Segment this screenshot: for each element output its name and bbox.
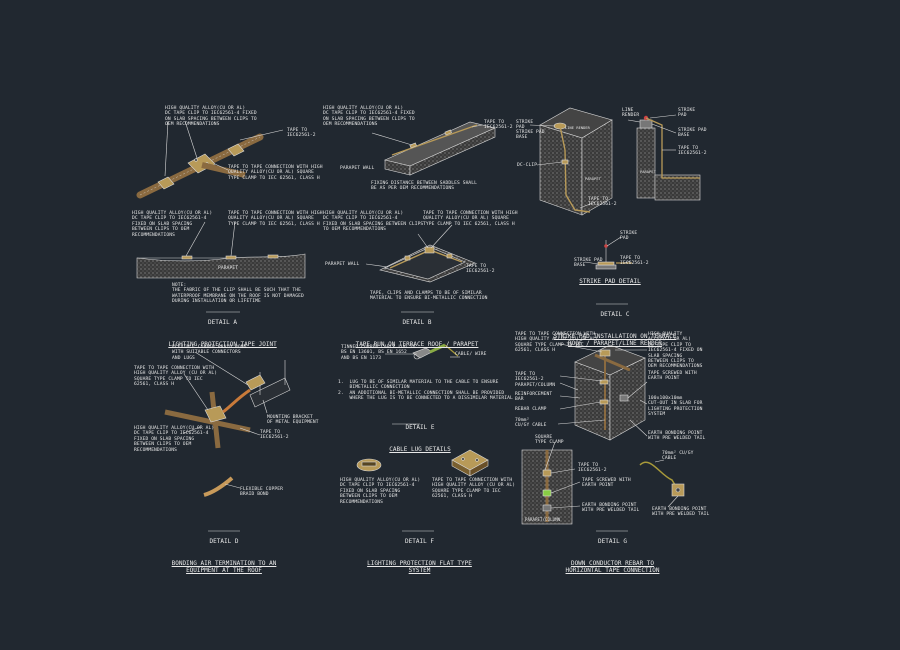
detail-a-clamp-note: TAPE TO TAPE CONNECTION WITH HIGH QUALIT… xyxy=(228,165,323,181)
detail-b-material-note: TAPE, CLIPS AND CLAMPS TO BE OF SIMILAR … xyxy=(370,291,488,302)
detail-e-lug-note: TINNED COPPER CABLE LUG TO BS EN 13601, … xyxy=(341,345,416,361)
detail-b-title-block: DETAIL B TAPE RUN ON TERRACE ROOF / PARA… xyxy=(352,305,482,355)
detail-a-parapet-label: PARAPET xyxy=(218,266,239,271)
strike-pad-detail-pad: STRIKE PAD xyxy=(620,231,638,242)
detail-b-tape-note: TAPE TO IEC62561-2 xyxy=(484,120,513,131)
detail-g-clip-note: HIGH QUALITY ALLOY(CU OR AL) DC TAPE CLI… xyxy=(648,332,703,370)
detail-a-clip-note: HIGH QUALITY ALLOY(CU OR AL) DC TAPE CLI… xyxy=(165,106,257,128)
detail-b-clip-note-2: HIGH QUALITY ALLOY(CU OR AL) DC TAPE CLI… xyxy=(323,211,424,233)
detail-g-cable-r: 70mm² CU/GY CABLE xyxy=(662,451,694,462)
detail-d-title: DETAIL D xyxy=(209,538,239,546)
detail-g-tape-note: TAPE TO IEC62561-2 xyxy=(515,372,544,383)
detail-c-subtitle: STRIKE PAD INSTALLATION ON TERRACE ROOF … xyxy=(553,333,677,348)
detail-g-subtitle: DOWN CONDUCTOR REBAR TO HORIZONTAL TAPE … xyxy=(565,560,660,575)
detail-b-title: DETAIL B xyxy=(402,319,432,327)
detail-d-braid-note: FLEXIBLE COPPER BRAID BOND WITH SUITABLE… xyxy=(172,345,247,361)
title-underlines xyxy=(206,303,628,532)
detail-g-screwed-b: TAPE SCREWED WITH EARTH POINT xyxy=(582,478,631,489)
detail-c-parapet: PARAPET xyxy=(585,177,601,181)
detail-g-title-block: DETAIL G DOWN CONDUCTOR REBAR TO HORIZON… xyxy=(550,524,675,582)
detail-d-braid-label: FLEXIBLE COPPER BRAID BOND xyxy=(240,487,283,498)
detail-f-subtitle: LIGHTING PROTECTION FLAT TYPE SYSTEM xyxy=(367,560,472,575)
detail-c-strike-pad: STRIKE PAD xyxy=(516,120,534,131)
detail-a-title-block: DETAIL A LIGHTING PROTECTION TAPE JOINT xyxy=(160,305,285,355)
detail-c-drawing xyxy=(529,107,701,270)
detail-a-clip-note-2: HIGH QUALITY ALLOY(CU OR AL) DC TAPE CLI… xyxy=(132,211,213,238)
detail-c-tape-r: TAPE TO IEC62561-2 xyxy=(678,146,707,157)
detail-d-drawing xyxy=(164,351,291,497)
detail-a-clamp-note-2: TAPE TO TAPE CONNECTION WITH HIGH QUALIT… xyxy=(228,211,323,227)
detail-g-earth-note: EARTH BONDING POINT WITH PRE WELDED TAIL xyxy=(648,431,706,442)
detail-g-earth-b: EARTH BONDING POINT WITH PRE WELDED TAIL xyxy=(582,503,640,514)
detail-g-screwed-note: TAPE SCREWED WITH EARTH POINT xyxy=(648,371,697,382)
detail-c-dc-clip: DC-CLIP xyxy=(517,163,538,168)
detail-a-tape-note: TAPE TO IEC62561-2 xyxy=(287,128,316,139)
detail-b-spacing-note: FIXING DISTANCE BETWEEN SADDLES SHALL BE… xyxy=(371,181,478,192)
detail-c-title-block: DETAIL C STRIKE PAD INSTALLATION ON TERR… xyxy=(540,297,690,355)
detail-b-parapet-wall: PARAPET WALL xyxy=(340,166,375,171)
detail-b-subtitle: TAPE RUN ON TERRACE ROOF / PARAPET xyxy=(355,341,479,349)
detail-e-title-block: DETAIL E CABLE LUG DETAILS xyxy=(370,410,470,460)
detail-c-tape: TAPE TO IEC62561-2 xyxy=(588,197,617,208)
detail-e-cable-label: CABLE/ WIRE xyxy=(455,352,487,357)
detail-b-clamp-note: TAPE TO TAPE CONNECTION WITH HIGH QUALIT… xyxy=(423,211,518,227)
detail-g-clamp-note: TAPE TO TAPE CONNECTION WITH HIGH QUALIT… xyxy=(515,332,599,354)
detail-g-drawing xyxy=(521,343,685,525)
detail-g-tape-b: TAPE TO IEC62561-2 xyxy=(578,463,607,474)
detail-f-clip-note: HIGH QUALITY ALLOY(CU OR AL) DC TAPE CLI… xyxy=(340,478,421,505)
detail-e-drawing xyxy=(385,343,460,360)
detail-e-subtitle: CABLE LUG DETAILS xyxy=(389,446,451,454)
detail-a-note: NOTE: THE FABRIC OF THE CLIP SHALL BE SU… xyxy=(172,283,304,305)
detail-f-clamp-note: TAPE TO TAPE CONNECTION WITH HIGH QUALIT… xyxy=(432,478,516,500)
detail-b-parapet-wall-2: PARAPET WALL xyxy=(325,262,360,267)
detail-d-bracket-note: MOUNTING BRACKET OF METAL EQUIPMENT xyxy=(267,415,319,426)
detail-g-parapet-column: PARAPET/COLUMN xyxy=(515,383,556,388)
detail-a-drawing xyxy=(136,120,306,279)
strike-pad-detail-title: STRIKE PAD DETAIL xyxy=(579,278,641,285)
detail-g-cable: 70mm² CU/GY CABLE xyxy=(515,418,547,429)
detail-g-cutout-note: 100x100x10mm CUT-OUT IN SLAB FOR LIGHTIN… xyxy=(648,396,703,418)
detail-g-earth-r: EARTH BONDING POINT WITH PRE WELDED TAIL xyxy=(652,507,710,518)
detail-f-title-block: DETAIL F LIGHTING PROTECTION FLAT TYPE S… xyxy=(352,524,487,582)
strike-pad-detail-tape: TAPE TO IEC62561-2 xyxy=(620,256,649,267)
detail-c-wall-tag: LINE RENDER xyxy=(565,126,590,130)
detail-g-parapet-column-b: PARAPET/COLUMN xyxy=(525,517,561,522)
detail-a-title: DETAIL A xyxy=(208,319,237,327)
detail-c-line-render: LINE RENDER xyxy=(622,108,640,119)
detail-d-subtitle: BONDING AIR TERMINATION TO AN EQUIPMENT … xyxy=(171,560,277,575)
detail-g-title: DETAIL G xyxy=(598,538,627,546)
detail-g-rebar-clamp: REBAR CLAMP xyxy=(515,407,547,412)
detail-d-clip-note: HIGH QUALITY ALLOY(CU OR AL) DC TAPE CLI… xyxy=(134,426,215,453)
detail-g-rebar: REINFORCEMENT BAR xyxy=(515,392,553,403)
detail-c-strike-pad-r: STRIKE PAD xyxy=(678,108,696,119)
detail-c-strike-pad-base-r: STRIKE PAD BASE xyxy=(678,128,707,139)
detail-e-notes: 1. LUG TO BE OF SIMILAR MATERIAL TO THE … xyxy=(338,380,513,402)
detail-e-title: DETAIL E xyxy=(405,424,435,432)
detail-g-square-clamp: SQUARE TYPE CLAMP xyxy=(535,435,564,446)
detail-c-title: DETAIL C xyxy=(600,311,630,319)
detail-a-subtitle: LIGHTING PROTECTION TAPE JOINT xyxy=(168,341,277,349)
detail-b-tape-note-2: TAPE TO IEC62561-2 xyxy=(466,264,495,275)
detail-d-clamp-note: TAPE TO TAPE CONNECTION WITH HIGH QUALIT… xyxy=(134,366,218,388)
detail-d-title-block: DETAIL D BONDING AIR TERMINATION TO AN E… xyxy=(165,524,283,582)
detail-f-title: DETAIL F xyxy=(405,538,434,546)
detail-d-tape-note: TAPE TO IEC62561-2 xyxy=(260,430,289,441)
detail-b-clip-note: HIGH QUALITY ALLOY(CU OR AL) DC TAPE CLI… xyxy=(323,106,415,128)
strike-pad-detail-base: STRIKE PAD BASE xyxy=(574,258,603,269)
detail-c-parapet-r: PARAPET xyxy=(640,170,656,174)
detail-c-strike-pad-base: STRIKE PAD BASE xyxy=(516,130,545,141)
detail-b-drawing xyxy=(365,121,496,283)
detail-f-drawing xyxy=(356,449,489,477)
